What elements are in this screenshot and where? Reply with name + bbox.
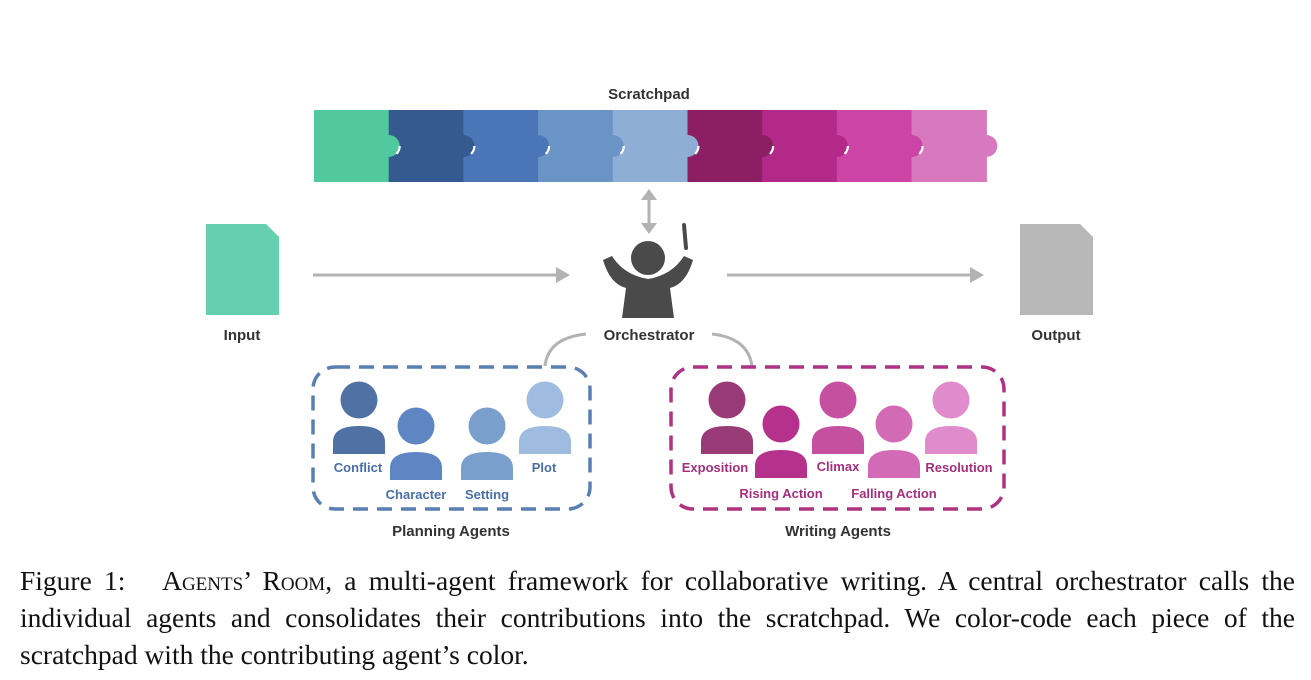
scratchpad-piece — [612, 110, 689, 182]
agent-name: Character — [386, 487, 447, 502]
person-body-icon — [333, 426, 385, 454]
person-body-icon — [925, 426, 977, 454]
puzzle-tab — [900, 135, 923, 157]
agent-name: Plot — [532, 460, 557, 475]
scratchpad-piece — [538, 110, 614, 182]
person-body-icon — [701, 426, 753, 454]
person-body-icon — [519, 426, 571, 454]
puzzle-tab — [601, 135, 624, 157]
input-document-icon — [206, 224, 279, 315]
caption-title-name: Agents’ Room — [162, 565, 326, 596]
puzzle-tab — [825, 135, 848, 157]
scratchpad-title: Scratchpad — [608, 86, 690, 103]
puzzle-tab — [975, 135, 998, 157]
puzzle-tab-edge — [376, 133, 401, 159]
orchestrator-icon — [603, 223, 693, 318]
person-body-icon — [812, 426, 864, 454]
person-head-icon — [397, 407, 435, 445]
agent-name: Climax — [817, 459, 860, 474]
puzzle-tab — [377, 135, 400, 157]
planning-agents-box — [311, 365, 592, 511]
orchestrator-label: Orchestrator — [604, 327, 695, 344]
person-head-icon — [526, 381, 564, 419]
puzzle-tab-edge — [824, 133, 850, 159]
scratchpad-piece — [314, 110, 390, 182]
person-body-icon — [755, 450, 807, 478]
scratchpad-orchestrator-arrow — [641, 189, 657, 234]
figure-caption: Figure 1: Agents’ Room, a multi-agent fr… — [20, 562, 1295, 673]
person-head-icon — [468, 407, 506, 445]
puzzle-tab-edge — [750, 133, 775, 159]
scratchpad-piece — [911, 110, 987, 182]
person-head-icon — [708, 381, 746, 419]
puzzle-tab — [676, 135, 699, 157]
person-head-icon — [340, 381, 378, 419]
input-label: Input — [224, 327, 261, 344]
agent-name: Resolution — [925, 460, 992, 475]
writing-agents-label: Writing Agents — [785, 523, 891, 540]
puzzle-tab-edge — [451, 133, 476, 159]
agent-name: Conflict — [334, 460, 383, 475]
puzzle-tab — [751, 135, 774, 157]
puzzle-tab — [452, 135, 475, 157]
person-head-icon — [932, 381, 970, 419]
caption-text: , a multi-agent framework for collaborat… — [20, 565, 1295, 670]
scratchpad-piece — [687, 110, 763, 182]
person-head-icon — [762, 405, 800, 443]
person-head-icon — [819, 381, 857, 419]
agent-name: Exposition — [682, 460, 749, 475]
output-label: Output — [1031, 327, 1080, 344]
puzzle-tab-edge — [600, 133, 625, 159]
output-arrow — [727, 267, 984, 283]
puzzle-tab — [527, 135, 550, 157]
agents-room-diagram: Scratchpad Input Orchestrator Output Con… — [206, 86, 1093, 540]
caption-prefix: Figure 1: — [20, 565, 126, 596]
scratchpad-piece — [836, 110, 913, 182]
input-arrow — [313, 267, 570, 283]
writing-connector — [711, 332, 754, 367]
puzzle-tab-edge — [675, 133, 700, 159]
puzzle-tab-edge — [525, 133, 551, 159]
person-body-icon — [390, 452, 442, 480]
output-document-icon — [1020, 224, 1093, 315]
agent-name: Rising Action — [739, 486, 822, 501]
scratchpad-piece — [762, 110, 838, 182]
puzzle-tab-edge — [899, 133, 924, 159]
agent-name: Setting — [465, 487, 509, 502]
planning-agents-label: Planning Agents — [392, 523, 510, 540]
planning-connector — [543, 332, 587, 367]
scratchpad-piece — [463, 110, 539, 182]
scratchpad-piece — [388, 110, 464, 182]
person-body-icon — [868, 450, 920, 478]
writing-agents-box — [669, 365, 1006, 511]
person-head-icon — [875, 405, 913, 443]
person-body-icon — [461, 452, 513, 480]
scratchpad-puzzle — [314, 110, 998, 182]
agent-name: Falling Action — [851, 486, 937, 501]
